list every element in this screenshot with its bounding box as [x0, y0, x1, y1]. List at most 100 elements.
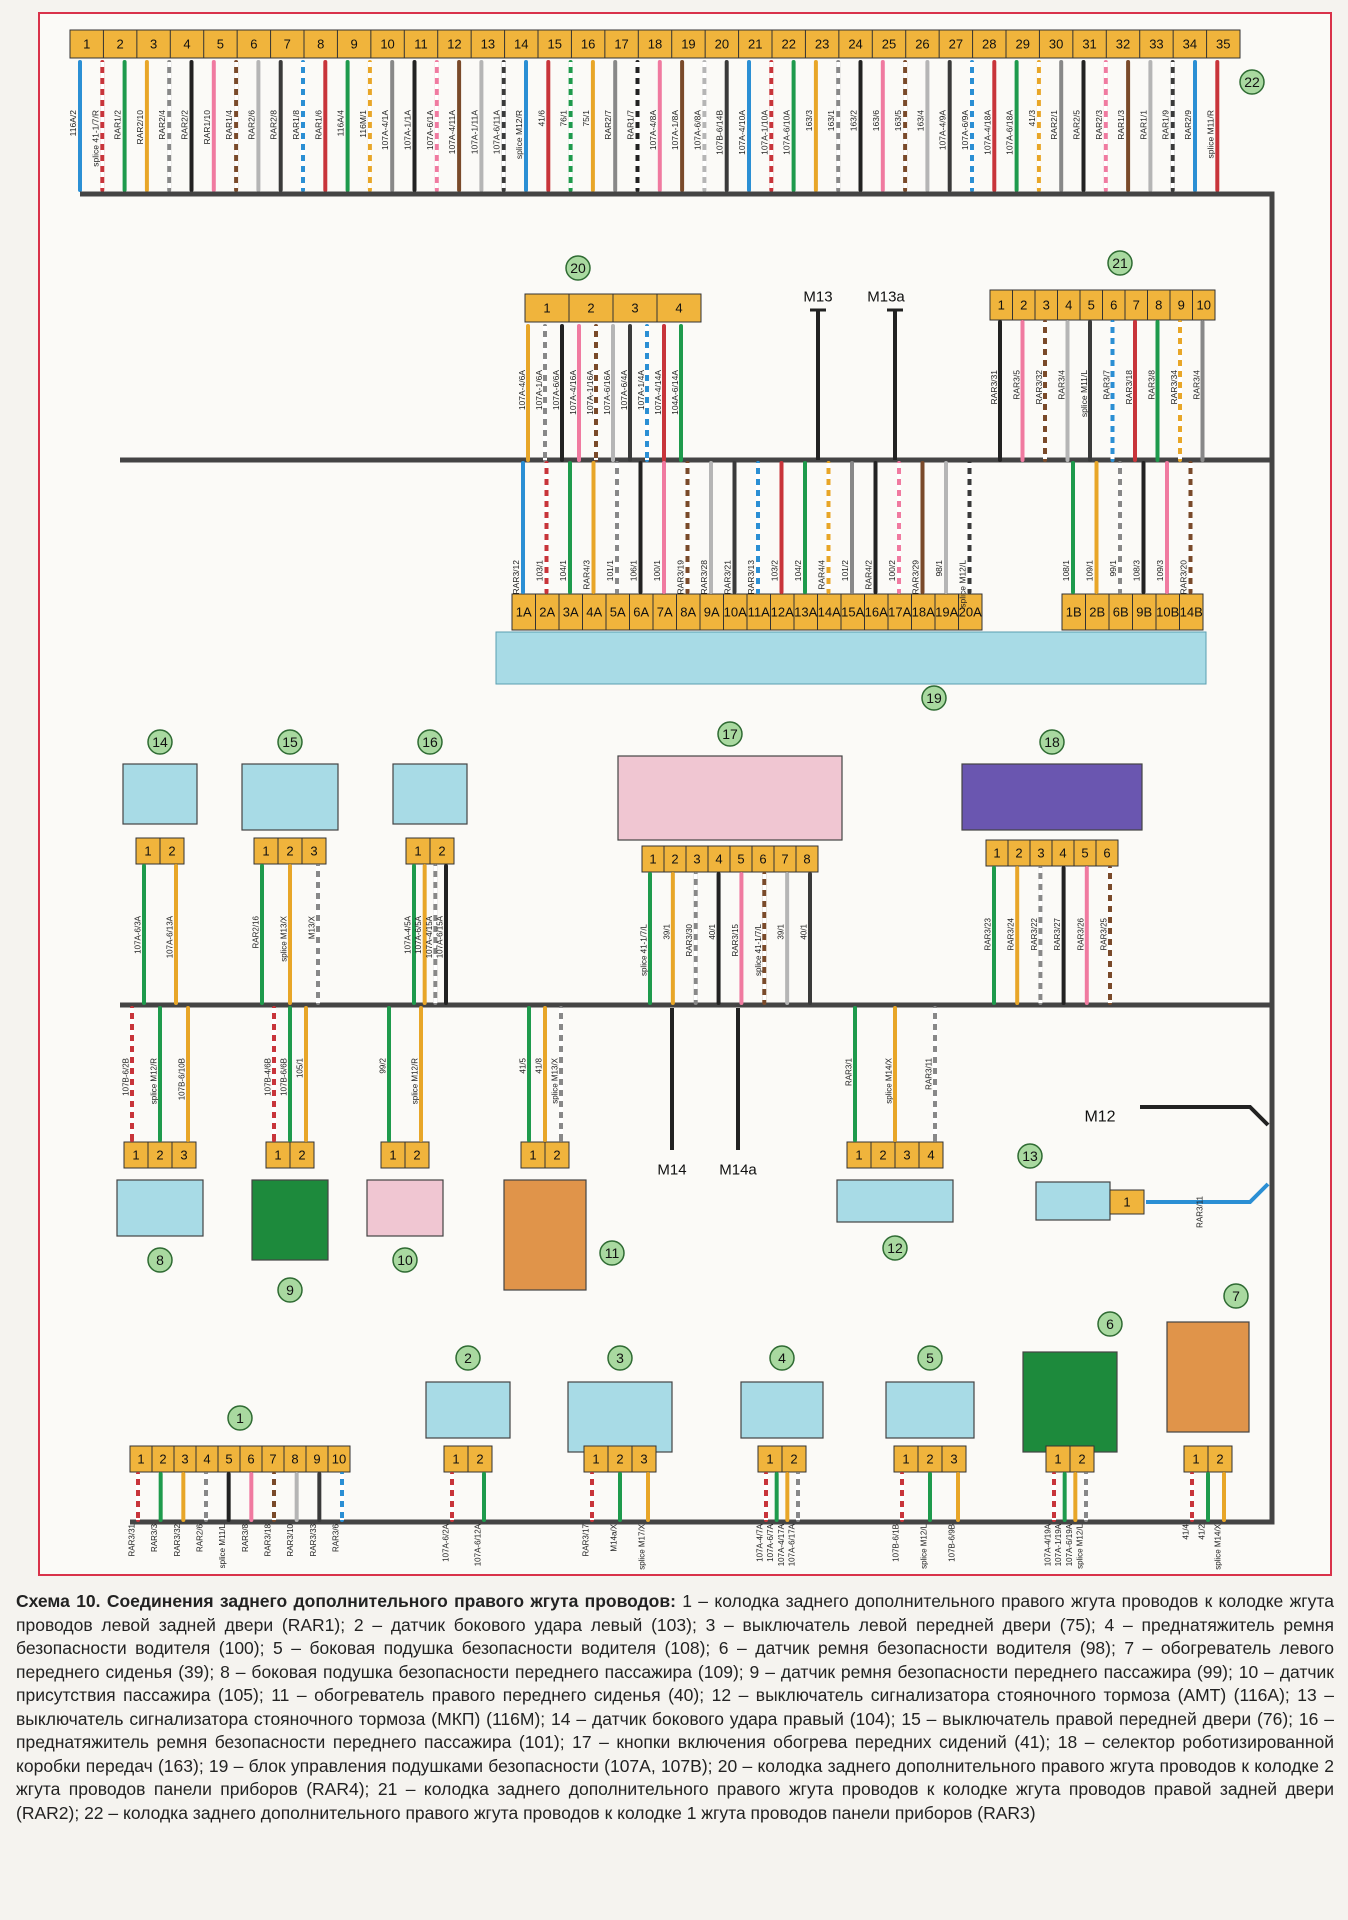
caption-item: 4 – преднатяжитель ремня безопасности во…: [16, 1614, 1334, 1659]
wire-label: RAR2/6: [196, 1523, 205, 1552]
wire-label: RAR3/18: [1124, 370, 1134, 405]
connector-body: [583, 1445, 657, 1473]
caption-item: 16 – преднатяжитель ремня безопасности п…: [16, 1708, 1334, 1753]
wire-label: RAR2/4: [157, 110, 167, 140]
callout-number: 3: [616, 1350, 624, 1366]
pin-label: 10: [1197, 298, 1211, 313]
pin-label: 1: [389, 1148, 396, 1163]
pin-label: 2: [286, 844, 293, 859]
caption-item: 12 – выключатель сигнализатора стояночно…: [704, 1685, 1290, 1705]
callout-17: [717, 721, 743, 747]
component-12-body: [836, 1179, 954, 1223]
pin-label: 4: [183, 37, 190, 52]
pin-label: 8: [317, 37, 324, 52]
component-6-body: [1022, 1351, 1118, 1453]
callout-2: [455, 1345, 481, 1371]
wire-label: 107A-4/18A: [982, 110, 992, 155]
wire-label: 107B-6/2B: [122, 1058, 131, 1096]
pin-label: 1: [592, 1452, 599, 1467]
wire-label: 107A-6/9A: [960, 110, 970, 150]
wire-label: RAR3/27: [1053, 917, 1062, 950]
pin-label: 7: [781, 852, 788, 867]
pin-label: 6: [1110, 298, 1117, 313]
pin-label: 10A: [724, 605, 747, 620]
wire-label: splice M12/R: [150, 1058, 159, 1104]
wire-label: RAR1/1: [1138, 110, 1148, 140]
component-8-body: [116, 1179, 204, 1237]
callout-6: [1097, 1311, 1123, 1337]
wire-label: RAR2/6: [246, 110, 256, 140]
wire-label: RAR4/2: [864, 560, 874, 590]
pin-label: 4: [675, 301, 682, 316]
wire-label: 163/1: [826, 110, 836, 132]
caption-item: 21 – колодка заднего дополнительного пра…: [16, 1779, 1334, 1823]
pin-label: 13A: [794, 605, 817, 620]
wire-label: 107A-1/6A: [534, 370, 544, 410]
callout-22: [1239, 69, 1265, 95]
callout-14: [147, 729, 173, 755]
pin-label: 4: [1059, 846, 1066, 861]
pin-label: 3: [1037, 846, 1044, 861]
callout-11: [599, 1240, 625, 1266]
wire-label: 41/4: [1182, 1523, 1191, 1539]
callout-number: 10: [397, 1252, 413, 1268]
wire-label: 107A-1/16A: [585, 370, 595, 415]
pin-label: 6A: [633, 605, 649, 620]
pin-label: 2A: [539, 605, 555, 620]
ground-label-m14: M14: [657, 1162, 686, 1179]
component-11-body: [503, 1179, 587, 1291]
wire-label: RAR3/33: [309, 1523, 318, 1556]
wire-label: 107A-1/19A: [1054, 1523, 1063, 1566]
wire-label: 107A-4/17A: [777, 1523, 786, 1566]
pin-label: 2: [879, 1148, 886, 1163]
component-15-body: [241, 763, 339, 831]
wire-label: 39/1: [777, 923, 786, 939]
wire-label: 106/1: [629, 560, 639, 582]
wire-label: 107A-4/9A: [938, 110, 948, 150]
wire-label: RAR2/1: [1049, 110, 1059, 140]
caption-item: 22 – колодка заднего дополнительного пра…: [79, 1802, 1036, 1823]
wire-label: splice M14/X: [885, 1057, 894, 1103]
pin-label: 2: [587, 301, 594, 316]
pin-label: 9A: [704, 605, 720, 620]
wire-label: splice M14/X: [1214, 1523, 1223, 1569]
pin-label: 16A: [865, 605, 888, 620]
wire-label: RAR3/12: [511, 560, 521, 595]
callout-number: 15: [282, 734, 298, 750]
pin-label: 4: [203, 1452, 210, 1467]
pin-label: 1: [1123, 1195, 1130, 1210]
pin-label: 1: [1192, 1452, 1199, 1467]
wire-label: splice M12/R: [411, 1058, 420, 1104]
pin-label: 5: [1081, 846, 1088, 861]
pin-label: 34: [1183, 37, 1197, 52]
callout-number: 22: [1244, 74, 1260, 90]
wire-label: 107B-6/1B: [892, 1524, 901, 1562]
caption-item: 10 – датчик присутствия пассажира (105);: [16, 1661, 1334, 1706]
wire-label: 107A-1/8A: [670, 110, 680, 150]
pin-label: 27: [949, 37, 963, 52]
wire-label: 100/2: [887, 560, 897, 582]
pin-label: 6: [1103, 846, 1110, 861]
wire-label: 107A-6/19A: [1065, 1523, 1074, 1566]
pin-label: 6B: [1113, 605, 1129, 620]
pin-label: 2: [553, 1148, 560, 1163]
pin-label: 5A: [610, 605, 626, 620]
pin-label: 1: [649, 852, 656, 867]
wire-label: 109/3: [1155, 560, 1165, 582]
wire-label: 105/1: [296, 1057, 305, 1078]
callout-number: 4: [778, 1350, 786, 1366]
pin-label: 2: [438, 844, 445, 859]
wire-label: 107A-4/10A: [737, 110, 747, 155]
wire-label: RAR3/15: [731, 923, 740, 956]
pin-label: 2: [156, 1148, 163, 1163]
caption-item: 6 – датчик ремня безопасности водителя (…: [710, 1638, 1116, 1658]
pin-label: 1: [452, 1452, 459, 1467]
pin-label: 8: [1155, 298, 1162, 313]
pin-label: 25: [882, 37, 896, 52]
